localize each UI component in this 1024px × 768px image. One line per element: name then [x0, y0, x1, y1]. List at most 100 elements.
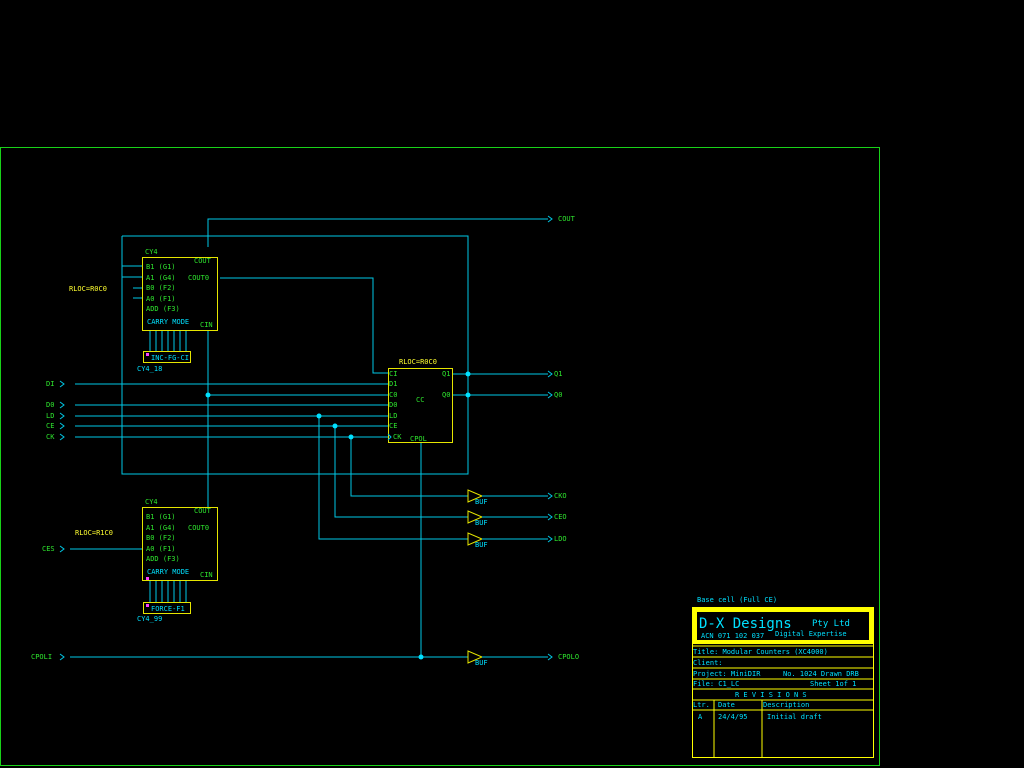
pin-label: D0	[389, 401, 397, 409]
wire-ck-buf	[350, 437, 468, 497]
file-line: File: C1_LC	[693, 680, 739, 688]
port-label-cout: COUT	[558, 215, 576, 223]
rloc-label: RLOC=R0C0	[399, 358, 437, 366]
port-label-q1: Q1	[554, 370, 562, 378]
rev-ltr: A	[698, 713, 703, 721]
junction	[465, 392, 471, 398]
buffer-label: BUF	[475, 541, 488, 549]
wire-ld-buf	[318, 416, 468, 540]
pin-label: B1 (G1)	[146, 263, 176, 271]
input-ports: DI D0 LD CE CK CES CPOLI	[31, 380, 65, 661]
wire-b1-a1	[122, 265, 142, 278]
sheet-line: Sheet 1of 1	[810, 680, 856, 688]
pin-label: ADD (F3)	[146, 305, 180, 313]
pin-label: CI	[389, 370, 397, 378]
rev-description: Initial draft	[767, 713, 822, 721]
port-label-cpolo: CPOLO	[558, 653, 579, 661]
junction	[465, 371, 471, 377]
buffer-triangle-icon	[467, 510, 484, 524]
junction	[418, 654, 424, 660]
rev-date: 24/4/95	[718, 713, 748, 721]
wire-cout0-ci	[220, 277, 388, 374]
pin-label: LD	[389, 412, 397, 420]
cell-title: CY4	[145, 498, 158, 506]
pin-label: Q0	[442, 391, 450, 399]
output-ports: COUT Q1 Q0 CKO CEO LDO CPOLO	[547, 215, 579, 661]
company-suffix: Pty Ltd	[812, 619, 850, 629]
col-description: Description	[763, 701, 809, 709]
buffer-label: BUF	[475, 519, 488, 527]
cy4-cell-top[interactable]: RLOC=R0C0 CY4 B1 (G1) A1 (G4) B0 (F2) A0…	[69, 248, 218, 373]
port-label-ces: CES	[42, 545, 55, 553]
pin-label: Q1	[442, 370, 450, 378]
mode-label: FORCE-F1	[151, 605, 185, 613]
junction	[348, 434, 354, 440]
revisions-heading: R E V I S I O N S	[735, 691, 807, 699]
pin-label: C0	[389, 391, 397, 399]
port-label-cko: CKO	[554, 492, 567, 500]
cy4-cell-bottom[interactable]: RLOC=R1C0 CY4 B1 (G1) A1 (G4) B0 (F2) A0…	[75, 498, 218, 623]
port-label-q0: Q0	[554, 391, 562, 399]
cell-body	[142, 507, 218, 581]
pin-label: B1 (G1)	[146, 513, 176, 521]
buffer-label: BUF	[475, 498, 488, 506]
junction	[316, 413, 322, 419]
port-label-ck: CK	[46, 433, 55, 441]
port-label-d0: D0	[46, 401, 54, 409]
port-label-ldo: LDO	[554, 535, 567, 543]
buffers: BUF BUF BUF BUF	[467, 489, 488, 667]
sheet-border	[0, 147, 880, 766]
junctions	[205, 371, 471, 660]
pin-label: B0 (F2)	[146, 534, 176, 542]
rloc-label: RLOC=R0C0	[69, 285, 107, 293]
col-date: Date	[718, 701, 735, 709]
cc-block[interactable]: RLOC=R0C0 CI D1 C0 D0 LD CE CK Q1 Q0 CC …	[387, 358, 453, 443]
wires	[70, 218, 548, 658]
wire-buf-outputs	[488, 495, 548, 540]
company-name: D-X Designs	[699, 616, 792, 632]
port-label-di: DI	[46, 380, 54, 388]
company-tagline: Digital Expertise	[775, 630, 847, 638]
carry-mode-label: CARRY MODE	[147, 568, 189, 576]
pin-label-cout: COUT	[194, 507, 212, 515]
pin-label: A0 (F1)	[146, 295, 176, 303]
pin-label: ADD (F3)	[146, 555, 180, 563]
instance-name: CY4_99	[137, 615, 162, 623]
title-block: Base cell (Full CE) D-X Designs Pty Ltd …	[692, 596, 874, 758]
sheet-caption: Base cell (Full CE)	[697, 596, 777, 604]
buffer-triangle-icon	[467, 650, 484, 664]
pin-label: CK	[393, 433, 402, 441]
title-block-frame	[692, 607, 874, 758]
output-arrow-icon	[547, 215, 553, 661]
marker-icon	[146, 353, 149, 356]
marker-icon	[146, 577, 149, 580]
mode-box	[143, 602, 191, 614]
rloc-label: RLOC=R1C0	[75, 529, 113, 537]
buffer-label: BUF	[475, 659, 488, 667]
title-block-rows	[692, 645, 873, 711]
marker-icon	[146, 604, 149, 607]
carry-mode-label: CARRY MODE	[147, 318, 189, 326]
wire-mode-bus-top	[149, 330, 187, 352]
cell-title: CY4	[145, 248, 158, 256]
number-line: No. 1024 Drawn DRB	[783, 670, 859, 678]
block-name: CC	[416, 396, 424, 404]
buffer-triangle-icon	[467, 532, 484, 546]
port-label-ceo: CEO	[554, 513, 567, 521]
pin-label: A1 (G4)	[146, 274, 176, 282]
pin-label: A0 (F1)	[146, 545, 176, 553]
wire-mode-bus-bottom	[149, 580, 187, 603]
company-logo-box	[693, 608, 873, 644]
revision-columns	[713, 700, 763, 757]
mode-label: INC-FG-CI	[151, 354, 189, 362]
pin-label-cout0: COUT0	[188, 274, 209, 282]
wire-ce-buf	[334, 426, 468, 518]
port-label-ce: CE	[46, 422, 54, 430]
instance-name: CY4_18	[137, 365, 162, 373]
input-arrow-icon	[59, 380, 65, 661]
junction	[332, 423, 338, 429]
pin-label: B0 (F2)	[146, 284, 176, 292]
col-ltr: Ltr.	[693, 701, 710, 709]
port-label-ld: LD	[46, 412, 54, 420]
